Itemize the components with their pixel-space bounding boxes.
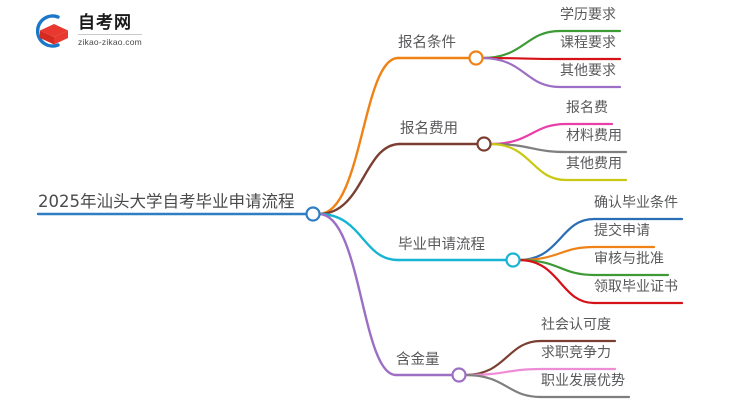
node-circle[interactable]: [476, 136, 492, 152]
connector-line: [480, 56, 562, 89]
branch-node-label-0[interactable]: 报名条件: [398, 35, 456, 51]
logo-title: 自考网: [78, 15, 142, 36]
connector-line: [317, 56, 400, 216]
connector-line: [317, 212, 400, 262]
leaf-node-label-0-0[interactable]: 学历要求: [560, 7, 616, 23]
connector-line: [488, 122, 568, 146]
leaf-node-label-2-3[interactable]: 领取毕业证书: [594, 279, 678, 295]
connector-line: [480, 29, 562, 60]
connector-line: [517, 258, 596, 305]
leaf-node-label-3-1[interactable]: 求职竞争力: [541, 345, 611, 361]
connector-line: [463, 367, 543, 377]
branch-node-label-3[interactable]: 含金量: [396, 352, 440, 368]
node-circle[interactable]: [505, 252, 521, 268]
branch-node-label-1[interactable]: 报名费用: [400, 121, 458, 137]
leaf-node-label-3-0[interactable]: 社会认可度: [541, 317, 611, 333]
leaf-node-label-1-2[interactable]: 其他费用: [566, 156, 622, 172]
leaf-node-label-0-2[interactable]: 其他要求: [560, 63, 616, 79]
node-circle[interactable]: [305, 206, 321, 222]
connector-line: [317, 142, 402, 216]
logo-subtitle: zikao-zikao.com: [78, 37, 142, 48]
connector-line: [488, 142, 568, 182]
leaf-node-label-0-1[interactable]: 课程要求: [560, 35, 616, 51]
leaf-node-label-3-2[interactable]: 职业发展优势: [541, 373, 625, 389]
logo-text-block: 自考网 zikao-zikao.com: [78, 15, 142, 47]
leaf-node-label-1-0[interactable]: 报名费: [566, 100, 608, 116]
mindmap-connector-lines: [36, 29, 684, 399]
connector-line: [317, 212, 398, 377]
node-circle[interactable]: [468, 50, 484, 66]
leaf-node-label-2-2[interactable]: 审核与批准: [594, 251, 664, 267]
leaf-node-label-2-0[interactable]: 确认毕业条件: [594, 195, 678, 211]
branch-node-label-2[interactable]: 毕业申请流程: [398, 237, 485, 253]
node-circle[interactable]: [451, 367, 467, 383]
graduation-cap-logo-icon: [28, 11, 72, 51]
site-logo: 自考网 zikao-zikao.com: [28, 8, 188, 54]
leaf-node-label-1-1[interactable]: 材料费用: [566, 128, 622, 144]
leaf-node-label-2-1[interactable]: 提交申请: [594, 223, 650, 239]
mindmap-node-circles: [305, 50, 521, 383]
connector-line: [463, 373, 543, 399]
root-node-label[interactable]: 2025年汕头大学自考毕业申请流程: [38, 192, 295, 211]
